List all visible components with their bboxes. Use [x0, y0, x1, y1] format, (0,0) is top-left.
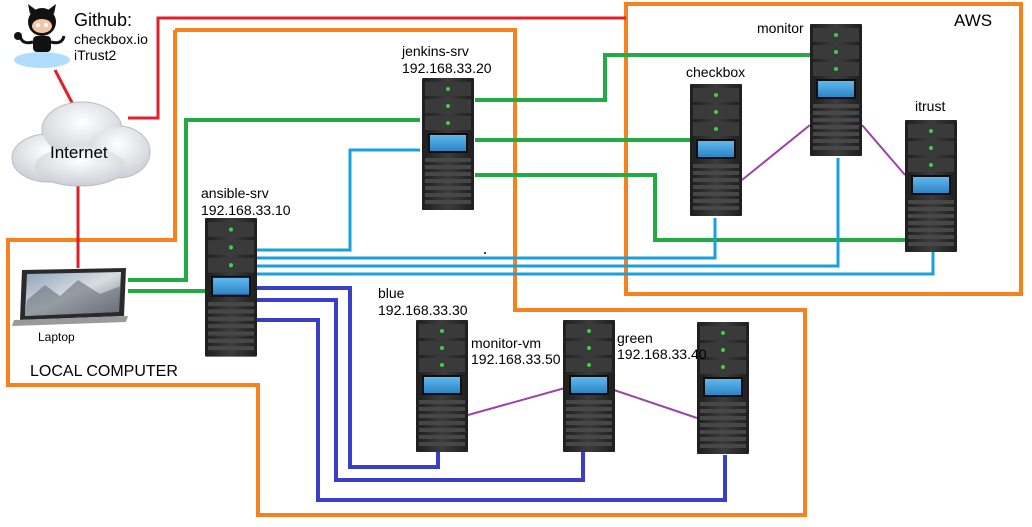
internet-label: Internet [50, 143, 108, 162]
server-monitor-name: monitor [757, 20, 804, 36]
blue-links [257, 286, 727, 502]
server-checkbox-name: checkbox [686, 64, 745, 80]
server-monitor-vm-ip: 192.168.33.50 [471, 351, 561, 367]
github-repo-checkbox: checkbox.io [74, 31, 148, 47]
green-links [128, 53, 905, 293]
purple-links [467, 124, 906, 419]
server-jenkins-name: jenkins-srv [401, 43, 469, 59]
local-computer-region: LOCAL COMPUTER [6, 28, 807, 517]
local-computer-label: LOCAL COMPUTER [30, 363, 178, 380]
server-blue: blue 192.168.33.30 [378, 285, 468, 452]
internet-cloud-icon [11, 101, 151, 187]
aws-region: AWS [624, 2, 1023, 296]
server-green: green 192.168.33.40 [617, 322, 749, 454]
server-jenkins: jenkins-srv 192.168.33.20 [401, 43, 492, 210]
server-ansible: ansible-srv 192.168.33.10 [201, 185, 291, 357]
laptop-label: Laptop [38, 330, 75, 344]
aws-label: AWS [954, 11, 992, 30]
server-blue-ip: 192.168.33.30 [378, 302, 468, 318]
server-jenkins-ip: 192.168.33.20 [402, 60, 492, 76]
github-repo-itrust: iTrust2 [74, 47, 116, 63]
server-itrust-name: itrust [915, 98, 945, 114]
laptop-icon [12, 268, 128, 326]
server-blue-name: blue [378, 285, 405, 301]
github-octocat-icon [14, 4, 70, 68]
server-monitor-vm: monitor-vm 192.168.33.50 [471, 320, 615, 452]
server-green-name: green [617, 330, 653, 346]
server-itrust: itrust [905, 98, 957, 252]
server-monitor-vm-name: monitor-vm [471, 335, 541, 351]
server-checkbox: checkbox [686, 64, 745, 216]
cyan-links [257, 148, 935, 276]
server-ansible-name: ansible-srv [201, 185, 269, 201]
stray-dot [484, 252, 486, 254]
server-ansible-ip: 192.168.33.10 [201, 202, 291, 218]
server-monitor: monitor [757, 20, 862, 156]
github-title: Github: [74, 10, 132, 30]
server-green-ip: 192.168.33.40 [617, 346, 707, 362]
